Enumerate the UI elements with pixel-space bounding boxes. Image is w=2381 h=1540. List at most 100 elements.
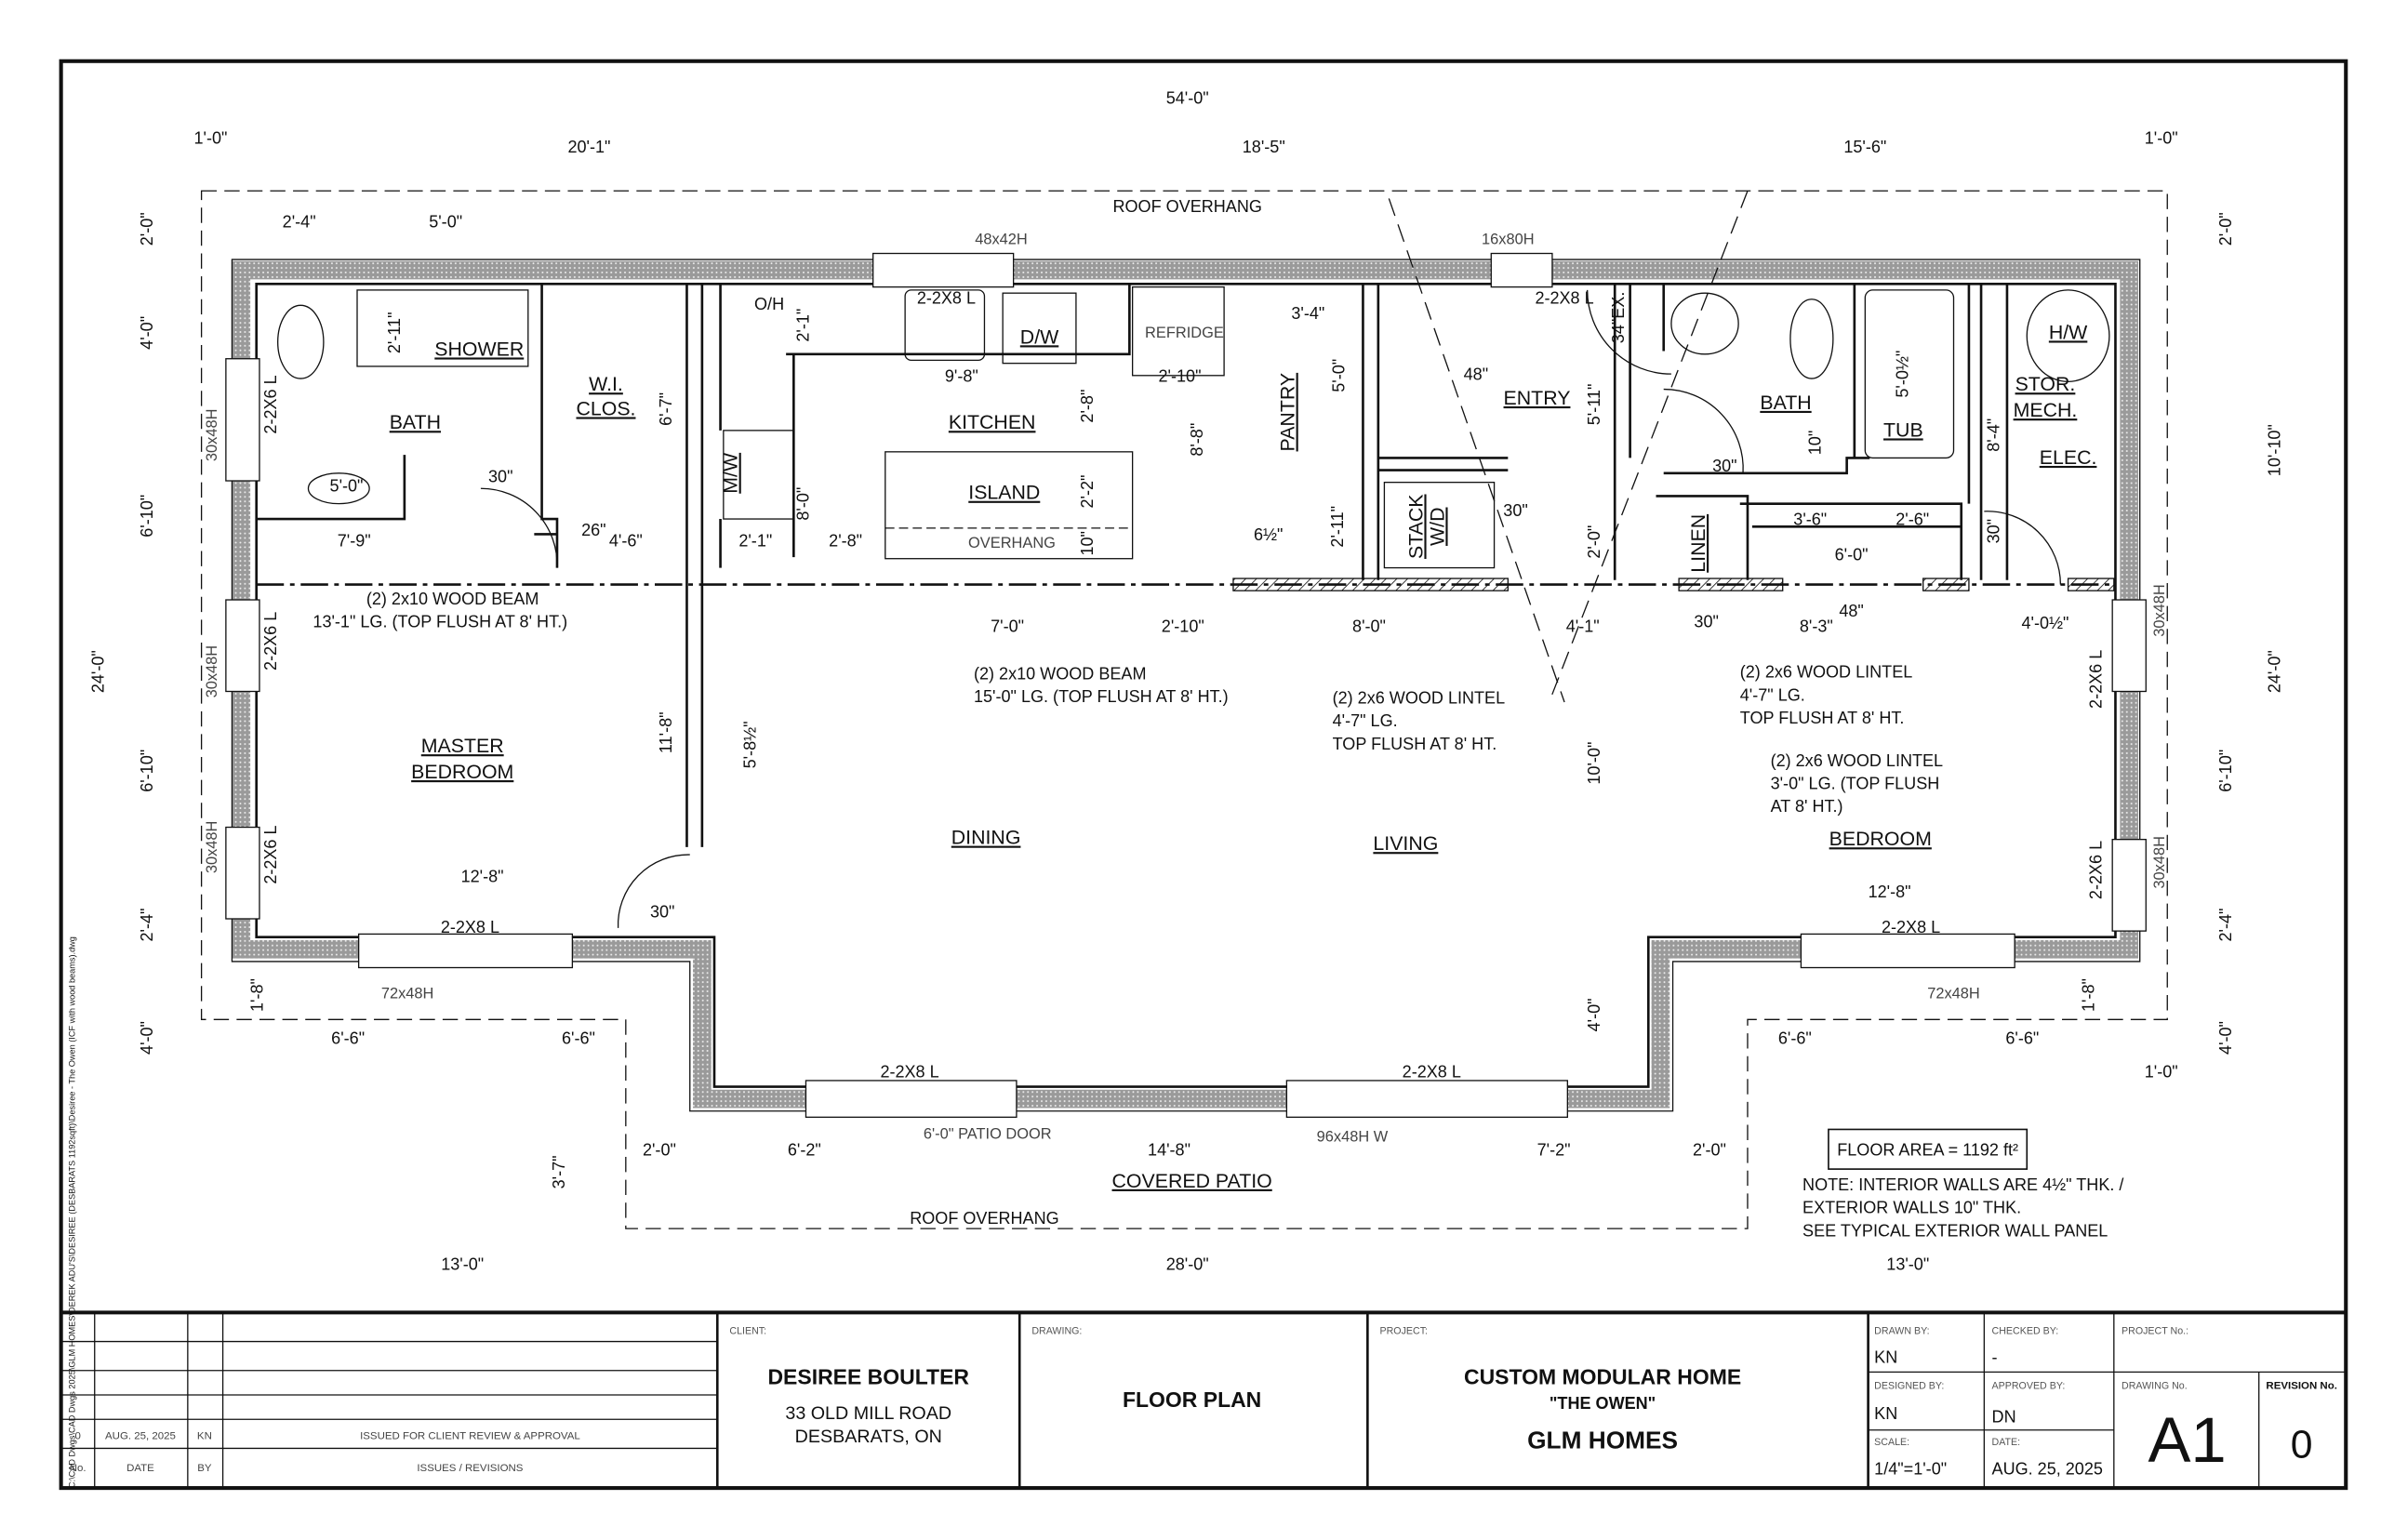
dimension-label: 2'-1" <box>738 532 772 551</box>
dimension-label: 3'-7" <box>550 1155 568 1188</box>
dimension-label: 4'-0" <box>138 316 156 350</box>
dimension-label: 24'-0" <box>2266 650 2284 693</box>
note-lintel-bath: 4'-7" LG. <box>1740 685 1805 704</box>
client-label: CLIENT: <box>729 1325 766 1336</box>
dimension-label: 8'-3" <box>1800 617 1833 635</box>
header-label: 2-2X8 L <box>917 289 976 308</box>
room-label: H/W <box>2049 321 2088 343</box>
revision-no-label: REVISION No. <box>2266 1380 2336 1391</box>
dimension-label: 2'-4" <box>2216 909 2235 942</box>
dimension-label: 8'-0" <box>794 487 813 521</box>
dimension-label: 4'-6" <box>609 532 643 551</box>
dimension-label: 6'-6" <box>331 1029 365 1048</box>
dimension-label: 10'-0" <box>1585 742 1603 785</box>
dimension-label: 18'-5" <box>1243 138 1285 156</box>
dimension-label: 6'-6" <box>1778 1029 1812 1048</box>
note-lintel-mech: (2) 2x6 WOOD LINTEL <box>1771 751 1944 770</box>
room-label: W.I. <box>589 373 623 395</box>
client-address-2: DESBARATS, ON <box>795 1427 942 1447</box>
exterior-wall <box>232 260 2139 1109</box>
room-label: BEDROOM <box>1829 828 1932 850</box>
opening-label: 30x48H <box>2151 584 2168 637</box>
rev-header-desc: ISSUES / REVISIONS <box>417 1463 523 1474</box>
room-label: LINEN <box>1687 514 1709 573</box>
dimension-label: 48" <box>1839 602 1863 620</box>
dimension-label: 15'-6" <box>1843 138 1886 156</box>
room-label: PANTRY <box>1277 373 1299 452</box>
dimension-label: O/H <box>754 295 784 313</box>
dimension-label: 8'-0" <box>1352 617 1386 635</box>
dimension-label: 6'-7" <box>657 392 675 426</box>
project-line-1: CUSTOM MODULAR HOME <box>1464 1365 1741 1389</box>
dimension-label: 4'-0" <box>1585 998 1603 1031</box>
opening-label: 6'-0" PATIO DOOR <box>924 1125 1052 1142</box>
room-label: M/W <box>720 452 742 494</box>
drawing-no: A1 <box>2148 1404 2226 1476</box>
roof-overhang-label: ROOF OVERHANG <box>910 1209 1058 1228</box>
drawing-no-label: DRAWING No. <box>2122 1380 2188 1391</box>
room-label: REFRIDGE <box>1145 325 1224 341</box>
dimension-label: 2'-8" <box>1078 390 1097 423</box>
dimension-label: 2'-0" <box>2216 212 2235 246</box>
header-label: 2-2X8 L <box>1535 289 1593 308</box>
room-label: MECH. <box>2014 399 2078 421</box>
sheet-border <box>59 59 2348 1491</box>
note-lintel-bath: (2) 2x6 WOOD LINTEL <box>1740 663 1913 682</box>
dimension-label: 34"EX. <box>1609 292 1628 344</box>
dimension-label: 9'-8" <box>945 366 978 385</box>
project-label: PROJECT: <box>1379 1325 1428 1336</box>
dimension-label: 2'-0" <box>643 1140 676 1159</box>
note-general: EXTERIOR WALLS 10" THK. <box>1802 1199 2021 1217</box>
opening-label: 30x48H <box>204 645 220 698</box>
dimension-label: 5'-0" <box>429 213 462 232</box>
dimension-label: 4'-0" <box>138 1021 156 1055</box>
dimension-label: 8'-8" <box>1188 423 1206 457</box>
room-label: MASTER <box>421 735 504 757</box>
dimension-label: 2'-4" <box>283 213 316 232</box>
header-label: 2-2X6 L <box>261 375 280 433</box>
header-label: 2-2X8 L <box>1403 1063 1461 1082</box>
dimension-label: 2'-6" <box>1895 511 1929 529</box>
dimension-label: 11'-8" <box>657 711 675 753</box>
dimension-label: 2'-2" <box>1078 475 1097 509</box>
dimension-label: 30" <box>650 902 674 921</box>
note-lintel-entry: (2) 2x6 WOOD LINTEL <box>1333 689 1506 708</box>
plan-drawing: 54'-0"1'-0"20'-1"18'-5"15'-6"1'-0"2'-4"5… <box>89 89 2284 1274</box>
dimension-label: 13'-0" <box>441 1255 484 1273</box>
revision-no: 0 <box>74 1431 80 1442</box>
opening-label: 72x48H <box>381 985 434 1002</box>
room-label: STACK <box>1404 494 1427 559</box>
designed-by: KN <box>1874 1404 1897 1423</box>
dimension-label: 5'-0½" <box>1893 351 1911 398</box>
room-label: BATH <box>390 411 441 433</box>
roof-overhang-label: ROOF OVERHANG <box>1112 197 1261 216</box>
dimension-label: 4'-0" <box>2216 1021 2235 1055</box>
note-general: NOTE: INTERIOR WALLS ARE 4½" THK. / <box>1802 1175 2124 1194</box>
rev-header-date: DATE <box>126 1463 154 1474</box>
header-label: 2-2X6 L <box>2087 841 2106 899</box>
dimension-label: 1'-0" <box>2145 128 2178 147</box>
revision-date: AUG. 25, 2025 <box>105 1431 176 1442</box>
dimension-label: 1'-0" <box>193 128 227 147</box>
room-label: STOR. <box>2015 373 2076 395</box>
room-label: DINING <box>951 827 1021 849</box>
drawing-label: DRAWING: <box>1031 1325 1082 1336</box>
file-path: C:\CAD Dwgs\CAD Dwgs 2025\GLM HOMES\DERE… <box>67 936 76 1488</box>
note-lintel-entry: 4'-7" LG. <box>1333 711 1398 730</box>
note-lintel-mech: 3'-0" LG. (TOP FLUSH <box>1771 775 1940 793</box>
revision-by: KN <box>197 1431 212 1442</box>
dimension-label: 24'-0" <box>89 650 108 693</box>
date-value: AUG. 25, 2025 <box>1992 1459 2103 1478</box>
dimension-label: 4'-0½" <box>2021 614 2068 632</box>
note-general: SEE TYPICAL EXTERIOR WALL PANEL <box>1802 1221 2108 1240</box>
opening-label: 30x48H <box>204 409 220 462</box>
note-lintel-bath: TOP FLUSH AT 8' HT. <box>1740 709 1905 727</box>
drawn-by: KN <box>1874 1348 1897 1367</box>
room-label: TUB <box>1883 418 1923 441</box>
rev-header-no: No. <box>70 1463 86 1474</box>
dimension-label: 1'-0" <box>2145 1063 2178 1082</box>
opening-label: 30x48H <box>204 821 220 874</box>
rev-header-by: BY <box>197 1463 212 1474</box>
dimension-label: 5'-0" <box>1330 359 1349 392</box>
note-beam-left: 13'-1" LG. (TOP FLUSH AT 8' HT.) <box>313 613 567 631</box>
